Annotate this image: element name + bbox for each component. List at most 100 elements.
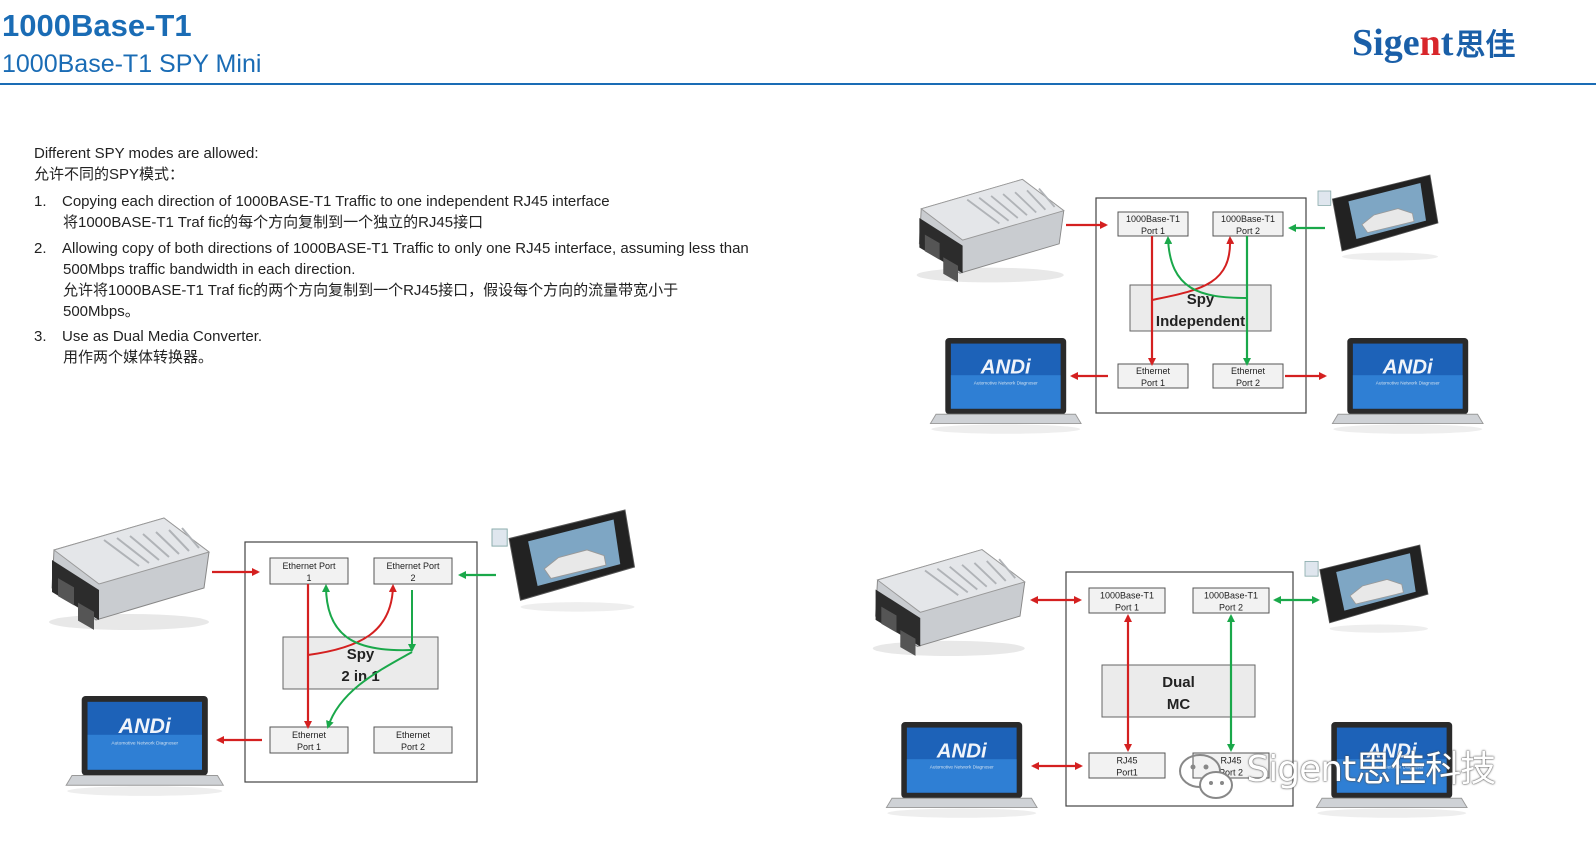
car-display-icon: [491, 509, 636, 612]
port-label-line1: Ethernet: [396, 730, 431, 740]
port-label-line1: 1000Base-T1: [1204, 591, 1258, 601]
car-display-icon: [1304, 544, 1429, 633]
center-label-line1: Spy: [347, 646, 375, 663]
center-label-line2: Independent: [1156, 313, 1245, 330]
logo-end: t: [1440, 22, 1454, 64]
port-box: [1212, 211, 1284, 237]
port-label-line1: RJ45: [1220, 756, 1241, 766]
port-box: [1192, 587, 1270, 614]
port-label-line1: Ethernet Port: [386, 561, 440, 571]
laptop-screen-tagline: Automotive Network Diagnoser: [930, 765, 994, 770]
laptop-screen-tagline: Automotive Network Diagnoser: [1360, 765, 1424, 770]
header-divider: [0, 83, 1596, 85]
port-box: [1117, 211, 1189, 237]
logo-cjk-text: 思佳: [1455, 28, 1516, 63]
center-label-line2: 2 in 1: [341, 668, 379, 685]
port-box: [269, 726, 349, 754]
logo-middle: ige: [1373, 22, 1420, 64]
port-label-line2: Port 1: [297, 742, 321, 752]
port-label-line1: Ethernet: [1136, 366, 1171, 376]
list-line: Copying each direction of 1000BASE-T1 Tr…: [62, 193, 610, 210]
port-box: [1088, 752, 1166, 779]
list-item: 1. Copying each direction of 1000BASE-T1 …: [34, 191, 610, 233]
center-label-line1: Spy: [1187, 291, 1215, 308]
laptop-screen-tagline: Automotive Network Diagnoser: [1376, 381, 1440, 386]
port-top-left: Ethernet Port 1: [269, 557, 349, 585]
port-label-line1: 1000Base-T1: [1126, 214, 1180, 224]
wechat-icon: [1179, 753, 1233, 799]
port-box: [269, 557, 349, 585]
flow-curve: [322, 584, 413, 652]
port-label-line2: Port 1: [1141, 226, 1165, 236]
page-title: 1000Base-T1: [2, 8, 192, 43]
port-top-right: Ethernet Port 2: [373, 557, 453, 585]
port-label-line1: Ethernet: [292, 730, 327, 740]
logo-initial: S: [1352, 22, 1374, 64]
ecu-module-icon: [872, 549, 1026, 656]
port-label-line2: Port 2: [1236, 378, 1260, 388]
port-box: [373, 726, 453, 754]
car-display-icon: [1317, 174, 1439, 261]
flow-curve: [1151, 236, 1235, 301]
port-label-line2: Port 1: [1141, 378, 1165, 388]
port-label-line2: Port 2: [1219, 768, 1243, 778]
port-label-line2: 1: [306, 573, 311, 583]
list-line: 将1000BASE-T1 Traf fic的每个方向复制到一个独立的RJ45接口: [63, 214, 484, 231]
logo-latin-text: Sigent: [1352, 22, 1453, 64]
port-label-line1: RJ45: [1116, 756, 1137, 766]
port-label-line2: 2: [410, 573, 415, 583]
laptop-screen-tagline: Automotive Network Diagnoser: [974, 381, 1038, 386]
intro-chinese: 允许不同的SPY模式：: [34, 166, 185, 183]
port-label-line1: Ethernet Port: [282, 561, 336, 571]
laptop-screen-logo: ANDi: [1382, 355, 1434, 378]
port-label-line1: 1000Base-T1: [1221, 214, 1275, 224]
laptop-screen-tagline: Automotive Network Diagnoser: [111, 741, 178, 747]
list-item: 3.Use as Dual Media Converter. 用作两个媒体转换器…: [34, 326, 262, 368]
list-line: 500Mbps traffic bandwidth in each direct…: [63, 261, 356, 278]
list-line: Use as Dual Media Converter.: [62, 328, 263, 345]
flow-curve: [326, 651, 413, 729]
port-label-line1: 1000Base-T1: [1100, 591, 1154, 601]
flow-curve: [1164, 236, 1248, 299]
intro-english: Different SPY modes are allowed:: [34, 145, 259, 162]
port-box: [1088, 587, 1166, 614]
port-label-line1: Ethernet: [1231, 366, 1266, 376]
center-label-line2: MC: [1167, 696, 1190, 713]
list-line: 用作两个媒体转换器。: [63, 349, 214, 366]
port-label-line2: Port 1: [1115, 603, 1139, 613]
port-label-line2: Port 2: [1236, 226, 1260, 236]
list-number: 1.: [34, 193, 47, 210]
list-line: 500Mbps。: [63, 303, 140, 320]
flow-curve: [307, 584, 397, 656]
ecu-module-icon: [49, 517, 211, 630]
list-line: Allowing copy of both directions of 1000…: [62, 240, 749, 257]
list-line: 允许将1000BASE-T1 Traf fic的两个方向复制到一个RJ45接口，…: [63, 282, 679, 299]
center-label-line1: Dual: [1162, 674, 1195, 691]
port-box: [373, 557, 453, 585]
list-number: 2.: [34, 240, 47, 257]
laptop-screen-logo: ANDi: [1366, 739, 1418, 762]
laptop-screen-logo: ANDi: [118, 714, 172, 738]
port-label-line2: Port1: [1116, 768, 1138, 778]
wechat-watermark: Sigent思佳科技: [1172, 740, 1496, 807]
ecu-module-icon: [916, 178, 1065, 283]
page-subtitle: 1000Base-T1 SPY Mini: [2, 50, 262, 78]
watermark-text: Sigent思佳科技: [1246, 749, 1496, 790]
port-label-line2: Port 2: [401, 742, 425, 752]
list-item: 2. Allowing copy of both directions of 10…: [34, 238, 749, 322]
